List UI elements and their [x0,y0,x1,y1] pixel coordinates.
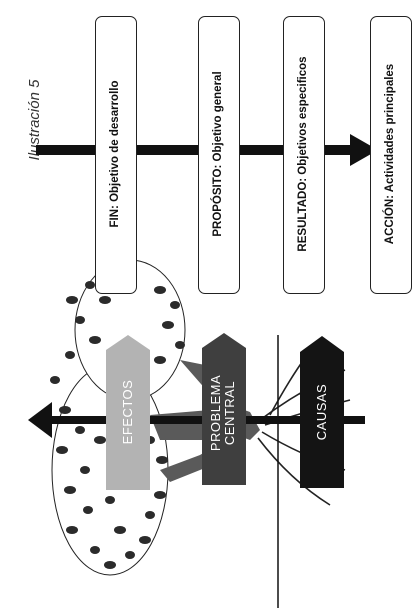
effects-arrow-shape [106,335,150,490]
problem-central-label: PROBLEMA CENTRAL [208,363,239,463]
objective-label-proposito: PROPÓSITO: Objetivo general [212,71,224,237]
objective-box-resultado [283,16,325,294]
objective-box-proposito [198,16,240,294]
objective-box-accion [370,16,412,294]
horizontal-arrowhead [28,402,52,438]
problem-arrow-shape [202,333,246,485]
causes-arrow-shape [300,336,344,488]
objective-label-fin: FIN: Objetivo de desarrollo [109,80,121,228]
causes-label: CAUSAS [314,383,329,441]
problem-label-line2: CENTRAL [222,380,237,446]
problem-label-line1: PROBLEMA [208,374,223,452]
objective-label-resultado: RESULTADO: Objetivos especificos [297,56,309,252]
objective-label-accion: ACCIÓN: Actividades principales [384,63,396,245]
effects-label: EFECTOS [120,379,135,445]
objective-box-fin [95,16,137,294]
vertical-arrowhead [350,134,378,166]
